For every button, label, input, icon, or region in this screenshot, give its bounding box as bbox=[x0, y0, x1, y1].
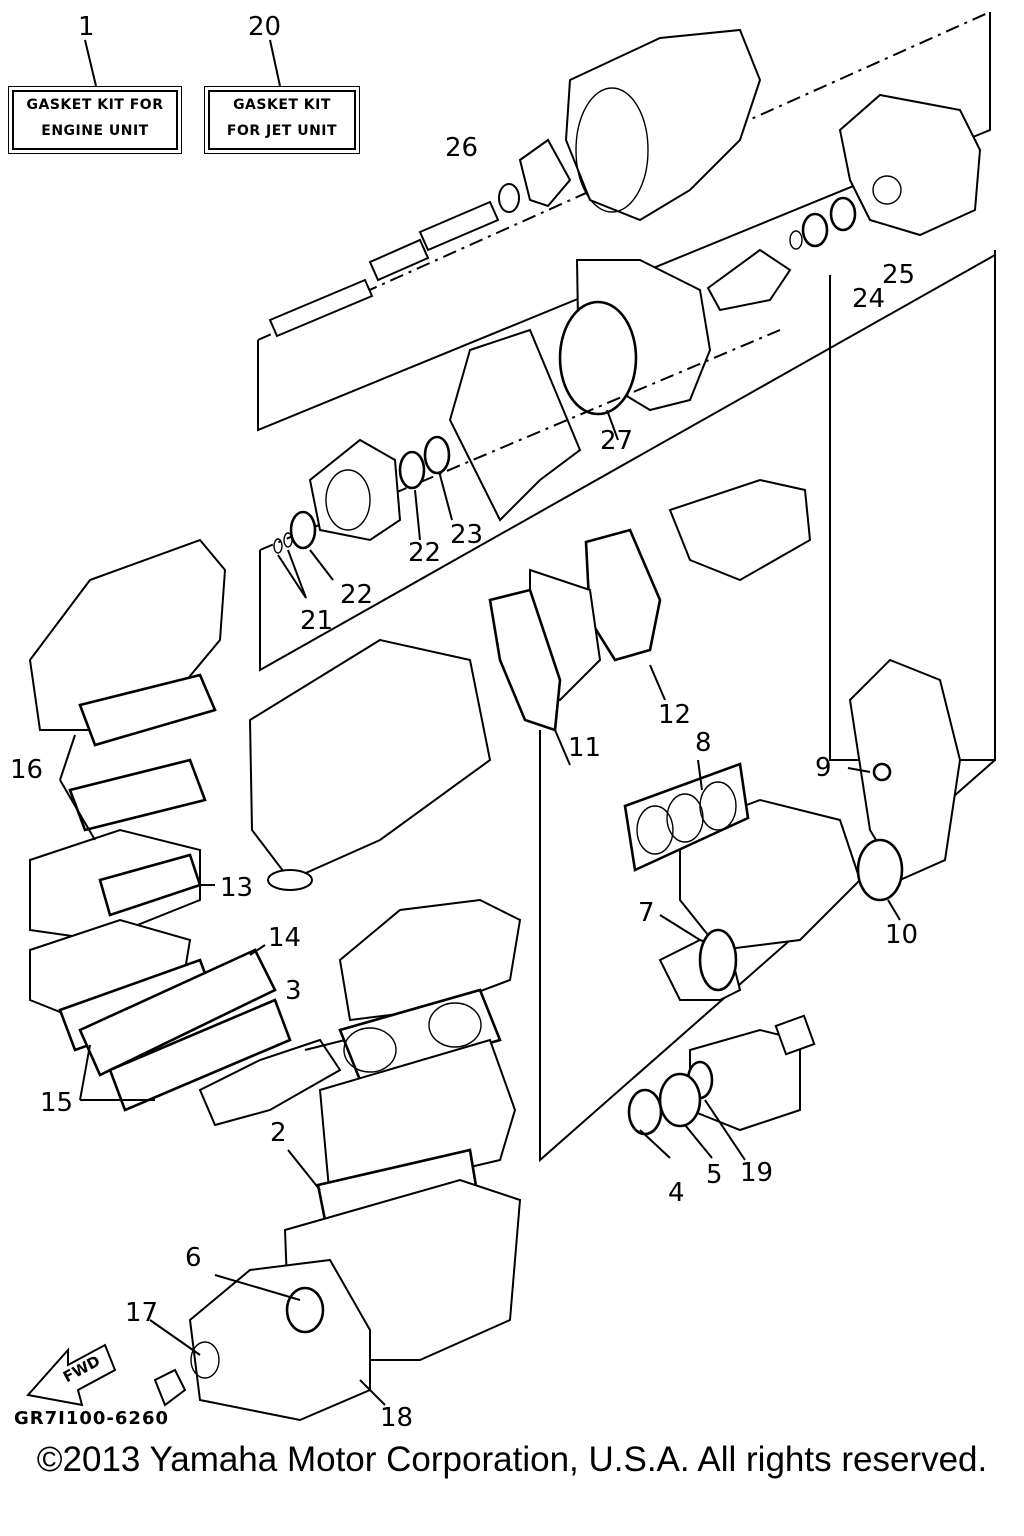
gasket-14 bbox=[78, 948, 277, 1077]
part-code: GR7I100-6260 bbox=[14, 1408, 169, 1429]
callout-9: 9 bbox=[815, 753, 832, 783]
oil-seal-6 bbox=[285, 1286, 325, 1334]
fitting bbox=[153, 1368, 187, 1407]
leader-line bbox=[84, 39, 97, 87]
jet-gasket-kit-label: GASKET KIT FOR JET UNIT bbox=[204, 86, 360, 154]
callout-16: 16 bbox=[10, 755, 44, 785]
engine-kit-line2: ENGINE UNIT bbox=[41, 123, 149, 139]
callout-25: 25 bbox=[882, 260, 916, 290]
coupler bbox=[518, 138, 572, 208]
intake-duct bbox=[448, 328, 582, 522]
bearing-housing bbox=[308, 438, 402, 542]
reed-valve bbox=[198, 1038, 342, 1127]
callout-17: 17 bbox=[125, 1298, 159, 1328]
callout-5: 5 bbox=[706, 1160, 723, 1190]
exhaust-pipe bbox=[668, 478, 812, 582]
jet-kit-line1: GASKET KIT bbox=[233, 97, 331, 113]
callout-4: 4 bbox=[668, 1178, 685, 1208]
damper-5 bbox=[658, 1072, 702, 1128]
exploded-parts-diagram bbox=[26, 11, 996, 1422]
jet-kit-line2: FOR JET UNIT bbox=[226, 123, 338, 139]
jet-housing bbox=[564, 28, 762, 222]
muffler bbox=[248, 638, 492, 882]
oil-seal-23 bbox=[423, 435, 451, 475]
callout-14: 14 bbox=[268, 923, 302, 953]
callout-8: 8 bbox=[695, 728, 712, 758]
water-lock bbox=[848, 658, 962, 882]
washer-9 bbox=[872, 762, 892, 782]
callout-15: 15 bbox=[40, 1088, 74, 1118]
o-ring-27 bbox=[558, 300, 638, 416]
gasket-3 bbox=[338, 988, 502, 1082]
cylinder-head bbox=[338, 898, 522, 1022]
callout-20: 20 bbox=[248, 12, 282, 42]
nozzle-housing bbox=[838, 93, 982, 237]
callout-19: 19 bbox=[740, 1158, 774, 1188]
washer-4 bbox=[627, 1088, 663, 1136]
fwd-arrow-icon bbox=[26, 1343, 117, 1407]
callout-3: 3 bbox=[285, 976, 302, 1006]
callout-10: 10 bbox=[885, 920, 919, 950]
leader-line bbox=[269, 39, 281, 87]
gasket-16a bbox=[78, 673, 217, 747]
callout-23: 23 bbox=[450, 520, 484, 550]
callout-21: 21 bbox=[300, 606, 334, 636]
drive-shaft bbox=[268, 200, 500, 338]
bearing-housing-group bbox=[259, 254, 996, 672]
callout-2: 2 bbox=[270, 1118, 287, 1148]
gasket-10 bbox=[856, 838, 904, 902]
oil-seal-25 bbox=[829, 196, 857, 232]
callout-13: 13 bbox=[220, 873, 254, 903]
callout-18: 18 bbox=[380, 1403, 414, 1433]
callout-26: 26 bbox=[445, 133, 479, 163]
engine-kit-line1: GASKET KIT FOR bbox=[26, 97, 164, 113]
o-ring-26 bbox=[498, 183, 520, 213]
callout-12: 12 bbox=[658, 700, 692, 730]
engine-gasket-kit-label: GASKET KIT FOR ENGINE UNIT bbox=[8, 86, 182, 154]
callout-7: 7 bbox=[638, 898, 655, 928]
gasket-15b bbox=[108, 998, 292, 1112]
jet-unit-group bbox=[257, 11, 991, 522]
oil-seal-22b bbox=[289, 510, 317, 550]
oil-seal-24 bbox=[801, 212, 829, 248]
engine-group bbox=[26, 538, 816, 1422]
flywheel-cover bbox=[188, 1258, 371, 1422]
callout-24: 24 bbox=[852, 284, 886, 314]
exhaust-manifold bbox=[679, 798, 862, 952]
callout-22: 22 bbox=[408, 538, 442, 568]
callout-22b: 22 bbox=[340, 580, 374, 610]
callout-27: 27 bbox=[600, 426, 634, 456]
callout-1: 1 bbox=[78, 12, 95, 42]
callout-6: 6 bbox=[185, 1243, 202, 1273]
oil-seal-22 bbox=[398, 450, 426, 490]
gasket-16b bbox=[68, 758, 207, 832]
gasket-7 bbox=[698, 928, 738, 992]
exhaust-group bbox=[248, 250, 996, 1163]
copyright-notice: ©2013 Yamaha Motor Corporation, U.S.A. A… bbox=[36, 1440, 988, 1479]
callout-11: 11 bbox=[568, 733, 602, 763]
impeller bbox=[706, 248, 792, 312]
gasket-8 bbox=[623, 762, 750, 872]
